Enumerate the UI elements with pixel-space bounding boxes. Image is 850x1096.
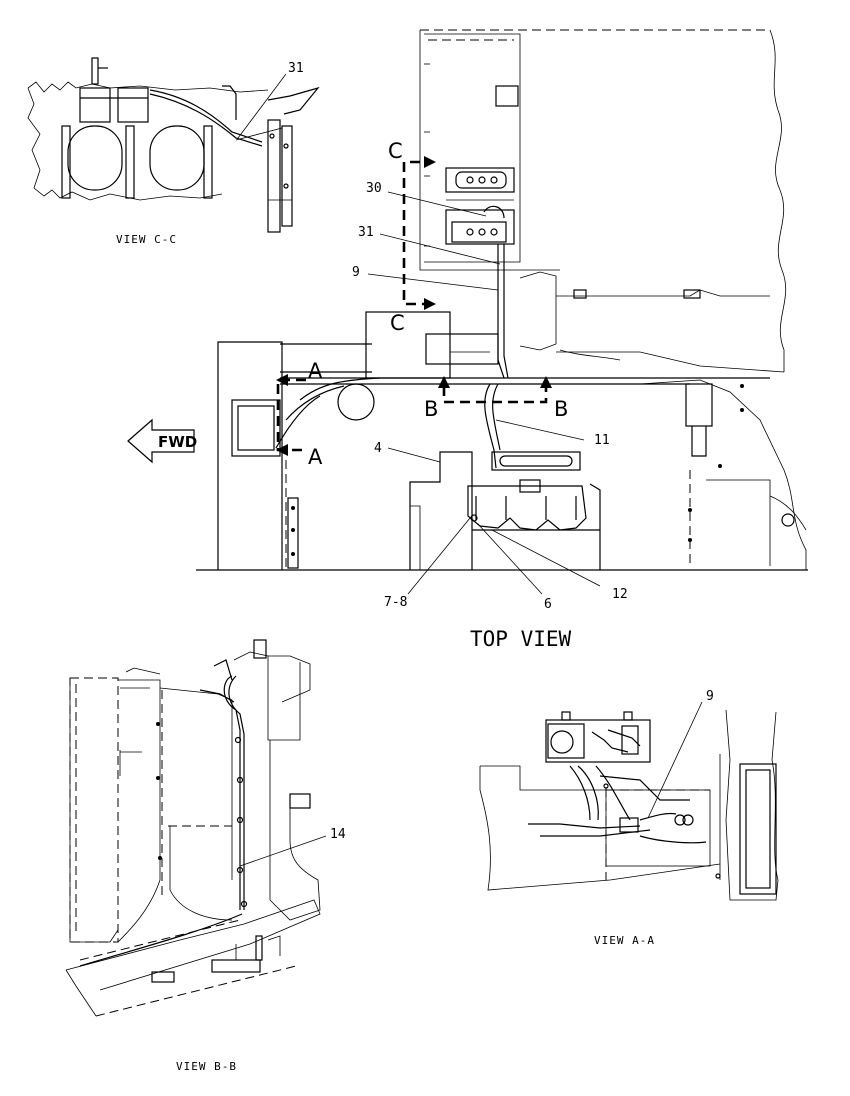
callout-label: 31	[288, 61, 304, 76]
section-letter-a-bottom: A	[308, 445, 323, 469]
callout-label: 14	[330, 827, 346, 842]
section-letter-b-left: B	[424, 397, 438, 421]
callout-label: 6	[544, 597, 552, 612]
section-letter-c-bottom: C	[390, 311, 405, 335]
callout-label: 4	[374, 441, 382, 456]
callout-label: 31	[358, 225, 374, 240]
leader-line	[495, 419, 585, 441]
leader-line	[477, 523, 543, 595]
callout-9: 9	[352, 265, 499, 291]
view-bb-caption: VIEW B-B	[176, 1060, 237, 1073]
callout-7-8: 7-8	[384, 517, 471, 610]
callout-6: 6	[477, 523, 552, 612]
fwd-label: FWD	[158, 433, 197, 451]
leader-line	[647, 701, 703, 819]
view-cc-drawing	[27, 57, 320, 233]
top-view-caption: TOP VIEW	[470, 627, 572, 651]
section-letter-a-top: A	[308, 359, 323, 383]
callout-label: 30	[366, 181, 382, 196]
callout-11: 11	[495, 419, 610, 448]
callout-label: 9	[352, 265, 360, 280]
callout-label: 12	[612, 587, 628, 602]
callout-label: 11	[594, 433, 610, 448]
view-bb-drawing	[65, 639, 321, 1017]
leader-line	[239, 835, 327, 867]
leader-line	[387, 447, 441, 463]
callout-9-aa: 9	[647, 689, 714, 819]
leader-line	[379, 233, 501, 265]
section-cut-c: C C	[388, 139, 436, 335]
view-aa-drawing	[479, 709, 779, 901]
callout-31-cc: 31	[237, 61, 304, 139]
view-aa-caption: VIEW A-A	[594, 934, 655, 947]
leader-line	[237, 73, 287, 139]
callout-label: 7-8	[384, 595, 407, 610]
leader-line	[407, 517, 471, 595]
callout-12: 12	[491, 529, 628, 602]
leader-line	[387, 191, 487, 217]
callout-label: 9	[706, 689, 714, 704]
section-letter-c-top: C	[388, 139, 403, 163]
section-letter-b-right: B	[554, 397, 568, 421]
leader-line	[491, 529, 601, 587]
section-cut-a: A A	[276, 359, 323, 469]
section-cut-b: B B	[424, 376, 568, 421]
callout-4: 4	[374, 441, 441, 463]
leader-line	[367, 273, 499, 291]
view-cc-caption: VIEW C-C	[116, 233, 177, 246]
callout-30: 30	[366, 181, 487, 217]
top-view-drawing	[196, 29, 808, 571]
callout-14: 14	[239, 827, 346, 867]
callout-31: 31	[358, 225, 501, 265]
fwd-arrow: FWD	[127, 418, 197, 464]
